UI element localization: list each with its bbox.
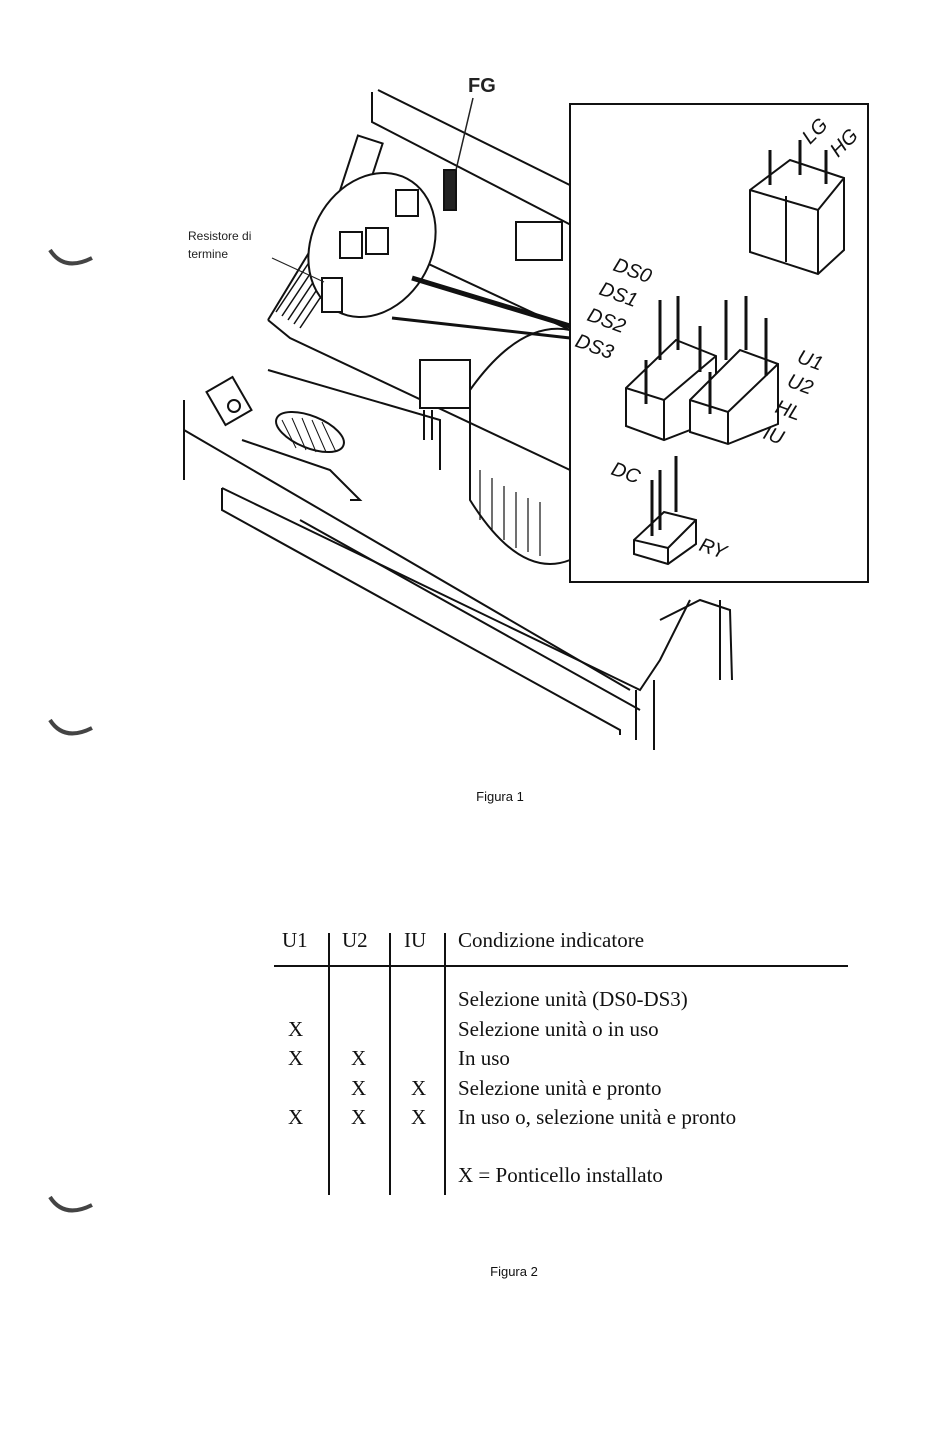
callout-fg: FG — [468, 75, 496, 97]
figure1-caption: Figura 1 — [440, 789, 560, 804]
table-row-1-condition: Selezione unità o in uso — [458, 1017, 659, 1042]
table-row-0-condition: Selezione unità (DS0-DS3) — [458, 987, 688, 1012]
table-row-4-condition: In uso o, selezione unità e pronto — [458, 1105, 736, 1130]
table-row-3-iu: X — [411, 1076, 426, 1101]
table-row-2-condition: In uso — [458, 1046, 510, 1071]
table-row-2-u2: X — [351, 1046, 366, 1071]
table-row-2-u1: X — [288, 1046, 303, 1071]
header-condition: Condizione indicatore — [458, 928, 644, 953]
table-row-4-u1: X — [288, 1105, 303, 1130]
table-row-4-u2: X — [351, 1105, 366, 1130]
table-header-rule — [274, 965, 848, 967]
binder-hole-bottom — [48, 1193, 94, 1219]
figure2-caption: Figura 2 — [474, 1264, 554, 1279]
table-legend: X = Ponticello installato — [458, 1163, 663, 1188]
drive-illustration: FG Resistore di termine LG HG DS0 DS1 DS… — [0, 0, 950, 800]
table-row-4-iu: X — [411, 1105, 426, 1130]
header-u2: U2 — [342, 928, 368, 953]
callout-resistor-line2: termine — [188, 247, 228, 261]
table-row-1-u1: X — [288, 1017, 303, 1042]
table-row-3-u2: X — [351, 1076, 366, 1101]
header-u1: U1 — [282, 928, 308, 953]
header-iu: IU — [404, 928, 426, 953]
table-row-3-condition: Selezione unità e pronto — [458, 1076, 662, 1101]
table-divider-1 — [328, 933, 330, 1195]
callout-resistor-line1: Resistore di — [188, 229, 251, 243]
table-divider-3 — [444, 933, 446, 1195]
table-divider-2 — [389, 933, 391, 1195]
jumper-table: U1 U2 IU Condizione indicatore Selezione… — [274, 925, 850, 1195]
